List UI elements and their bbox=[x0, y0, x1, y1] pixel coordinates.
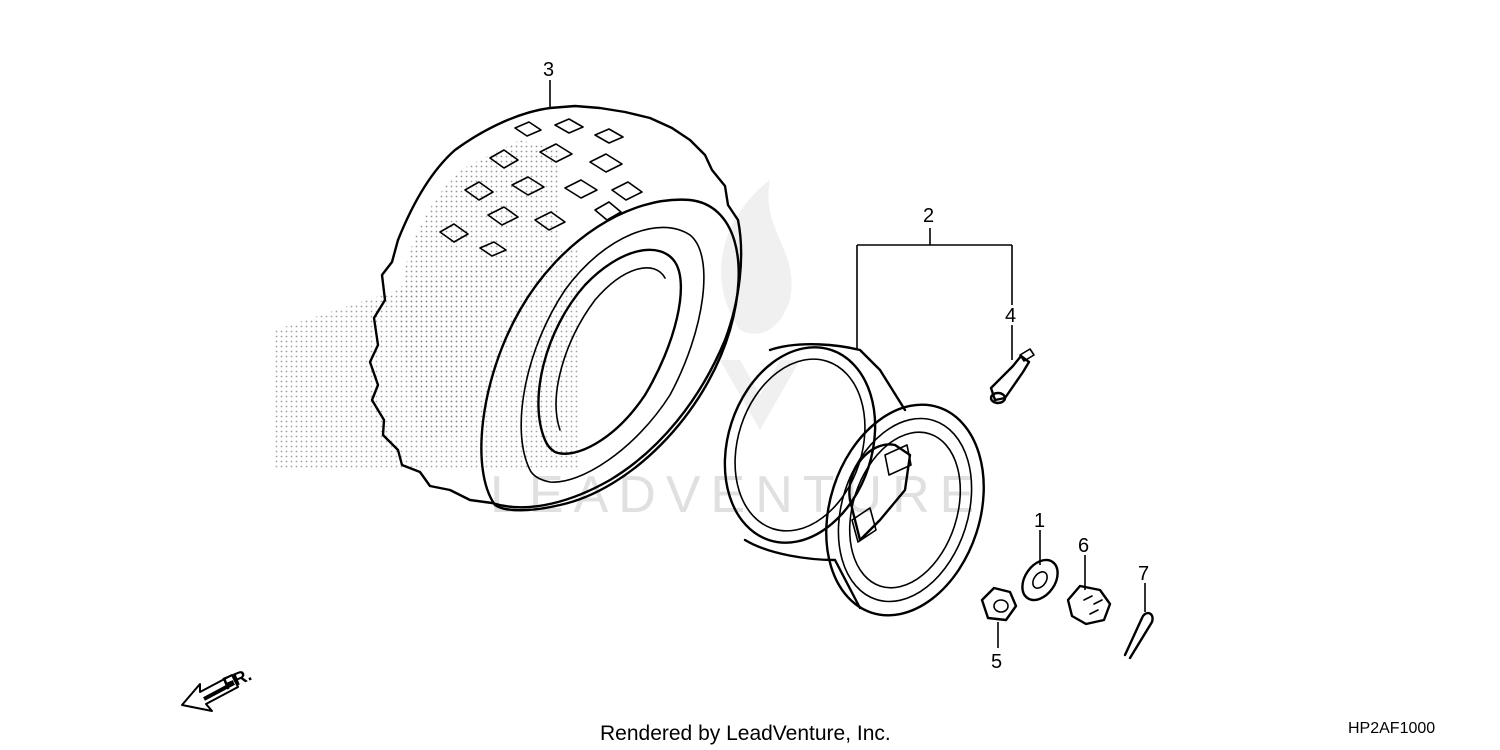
rim-hub-stud-upper bbox=[884, 444, 912, 476]
front-direction-indicator: FR. bbox=[181, 664, 254, 712]
hub-nut-hole bbox=[993, 599, 1009, 613]
front-arrow-icon bbox=[181, 674, 239, 712]
leader-lines bbox=[549, 80, 1146, 648]
valve-stem-base bbox=[989, 391, 1007, 405]
callout-4[interactable]: 4 bbox=[1005, 305, 1016, 327]
diagram-code: HP2AF1000 bbox=[1348, 720, 1435, 737]
tire-outer-silhouette bbox=[368, 104, 743, 509]
washer[interactable] bbox=[1015, 553, 1065, 606]
hub-nut[interactable] bbox=[980, 586, 1018, 622]
tire-bead-opening-inner bbox=[555, 267, 666, 431]
tire-tread-blocks bbox=[439, 118, 643, 257]
rim-barrel-top bbox=[768, 343, 907, 412]
callout-5[interactable]: 5 bbox=[991, 651, 1002, 673]
hub-nut-body bbox=[980, 586, 1018, 622]
castle-nut[interactable] bbox=[1066, 584, 1112, 626]
tire-bead-opening bbox=[537, 248, 682, 455]
wheel-rim[interactable] bbox=[701, 328, 1010, 636]
callouts: 3 2 4 1 6 7 5 bbox=[543, 59, 1149, 673]
tire-sidewall-outer bbox=[480, 198, 740, 512]
callout-3[interactable]: 3 bbox=[543, 59, 554, 81]
callout-2[interactable]: 2 bbox=[923, 205, 934, 227]
callout-6[interactable]: 6 bbox=[1078, 535, 1089, 557]
washer-outer bbox=[1021, 558, 1059, 602]
rim-hub-stud-lower bbox=[851, 507, 877, 543]
tire-tread-fill bbox=[399, 140, 560, 440]
front-arrow-hatch bbox=[203, 681, 235, 701]
tire-sidewall-inner bbox=[520, 226, 705, 483]
cotter-pin-body bbox=[1123, 611, 1154, 660]
rim-front-flange-inner-2 bbox=[848, 431, 962, 589]
rim-front-flange-inner bbox=[837, 417, 973, 603]
rim-hub bbox=[848, 443, 912, 542]
washer-inner bbox=[1032, 571, 1048, 589]
valve-stem-cap bbox=[1019, 348, 1035, 362]
valve-stem[interactable] bbox=[989, 348, 1035, 405]
rendered-by-credit: Rendered by LeadVenture, Inc. bbox=[600, 722, 891, 745]
front-direction-label: FR. bbox=[220, 664, 254, 693]
rim-barrel-bottom bbox=[743, 538, 862, 610]
watermark-flame-icon bbox=[720, 180, 800, 430]
callout-1[interactable]: 1 bbox=[1034, 510, 1045, 532]
tire[interactable] bbox=[368, 104, 743, 512]
callout-7[interactable]: 7 bbox=[1138, 563, 1149, 585]
valve-stem-body bbox=[989, 354, 1031, 402]
castle-nut-body bbox=[1066, 584, 1112, 626]
rim-front-flange bbox=[825, 403, 985, 617]
castle-nut-slots bbox=[1083, 595, 1103, 615]
watermark-text: LEADVENTURE bbox=[490, 466, 984, 524]
cotter-pin[interactable] bbox=[1123, 611, 1154, 660]
